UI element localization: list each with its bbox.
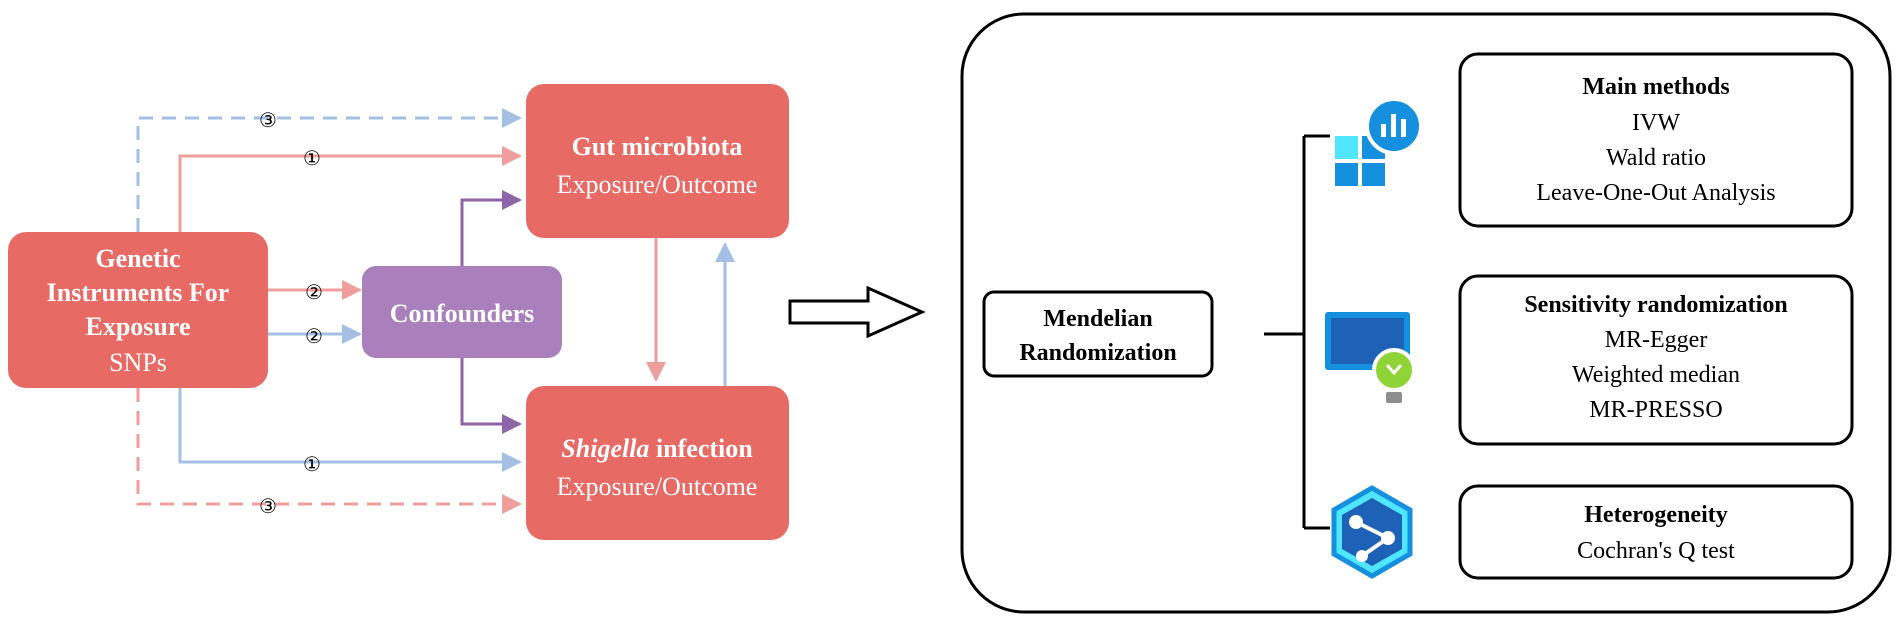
heterogeneity-box (1458, 484, 1854, 580)
mendelian-randomization-box (982, 290, 1214, 378)
arrow-confounders-to-gut (460, 190, 522, 266)
arrow-genetic-to-gut-1 (178, 146, 522, 232)
mendelian-line1: Mendelian (1043, 306, 1152, 332)
main-methods-item: Wald ratio (1606, 145, 1706, 171)
dashed-arrow-top-3 (136, 108, 522, 232)
genetic-line1: Genetic (95, 244, 180, 273)
genetic-line3: Exposure (86, 312, 191, 341)
main-methods-item: Leave-One-Out Analysis (1536, 180, 1775, 206)
arrow-confounders-to-shigella (460, 358, 522, 434)
sensitivity-item: Weighted median (1572, 362, 1740, 388)
main-methods-item: IVW (1632, 110, 1680, 136)
marker-2-lower: ② (305, 324, 323, 348)
left-causal-diagram: Genetic Instruments For Exposure SNPs Co… (8, 84, 789, 540)
dashboard-grid-icon (1335, 97, 1423, 186)
gut-title: Gut microbiota (572, 132, 743, 161)
genetic-line2: Instruments For (47, 278, 230, 307)
marker-3-top: ③ (259, 108, 277, 132)
flow-arrow (788, 285, 926, 339)
main-methods-title: Main methods (1582, 74, 1729, 100)
marker-1-bottom: ① (303, 452, 321, 476)
mendelian-line2: Randomization (1019, 340, 1176, 366)
marker-3-bottom: ③ (259, 494, 277, 518)
heterogeneity-item: Cochran's Q test (1577, 538, 1735, 564)
main-methods-box (1458, 52, 1854, 228)
shigella-node (526, 386, 789, 540)
sensitivity-title: Sensitivity randomization (1524, 292, 1787, 318)
marker-2-upper: ② (305, 280, 323, 304)
genetic-instruments-node (8, 232, 268, 388)
dashed-arrow-bottom-3 (136, 388, 522, 514)
heterogeneity-title: Heterogeneity (1584, 502, 1728, 528)
shigella-title-rest: infection (649, 434, 753, 463)
sensitivity-item: MR-PRESSO (1589, 397, 1722, 423)
methods-panel: Mendelian Randomization (960, 12, 1892, 614)
sensitivity-box (1458, 274, 1854, 446)
bracket-connector (1264, 134, 1330, 530)
genetic-line4: SNPs (109, 348, 167, 377)
arrow-genetic-to-shigella-1 (178, 388, 522, 472)
hexagon-network-icon (1331, 485, 1413, 579)
shigella-title-italic: Shigella (561, 434, 649, 463)
monitor-lightbulb-icon (1325, 312, 1416, 403)
marker-1-top: ① (303, 146, 321, 170)
confounders-label: Confounders (390, 299, 534, 328)
shigella-title: Shigella infection (561, 434, 753, 463)
sensitivity-item: MR-Egger (1605, 327, 1708, 353)
shigella-subtitle: Exposure/Outcome (557, 472, 758, 501)
gut-subtitle: Exposure/Outcome (557, 170, 758, 199)
confounders-node (362, 266, 562, 358)
gut-microbiota-node (526, 84, 789, 238)
